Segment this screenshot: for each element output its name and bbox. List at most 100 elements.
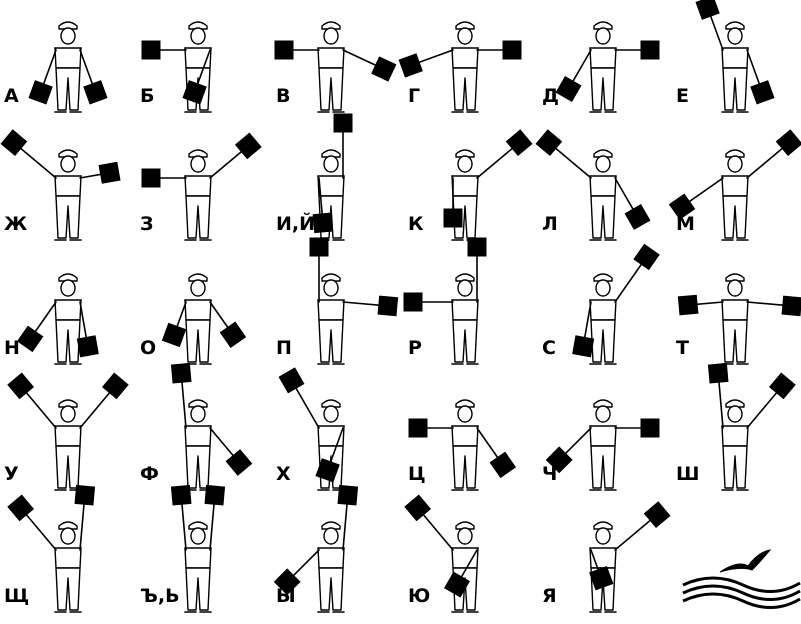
semaphore-figure: [170, 362, 253, 491]
semaphore-letter: Ж: [4, 213, 27, 235]
semaphore-figure: [170, 484, 226, 613]
left-flag: [274, 40, 294, 60]
semaphore-figure: [273, 484, 359, 613]
semaphore-letter: Б: [140, 85, 154, 107]
semaphore-letter: У: [4, 463, 19, 485]
right-flag: [633, 243, 660, 271]
semaphore-letter: З: [140, 213, 154, 235]
semaphore-letter: Е: [676, 85, 689, 107]
left-flag: [312, 212, 334, 234]
semaphore-letter: Ф: [140, 463, 159, 485]
left-flag: [161, 322, 187, 348]
left-flag: [677, 294, 699, 316]
semaphore-letter: К: [408, 213, 424, 235]
waves-icon: [682, 576, 801, 609]
right-flag: [333, 113, 353, 133]
semaphore-letter: Х: [276, 463, 291, 485]
semaphore-letter: Ю: [408, 585, 430, 607]
semaphore-letter: М: [676, 213, 695, 235]
left-flag: [408, 418, 428, 438]
right-flag: [377, 295, 399, 317]
right-flag: [101, 372, 129, 400]
semaphore-letter: Л: [542, 213, 558, 235]
right-flag: [83, 80, 108, 105]
left-flag: [555, 75, 582, 102]
left-flag: [170, 362, 192, 384]
left-flag: [403, 292, 423, 312]
left-flag: [273, 568, 301, 596]
right-flag: [234, 132, 262, 160]
left-flag: [28, 80, 53, 105]
semaphore-letter: П: [276, 337, 292, 359]
semaphore-figure: [7, 372, 129, 491]
semaphore-letter: Ъ,Ь: [140, 585, 180, 607]
semaphore-letter: Н: [4, 337, 20, 359]
semaphore-figure: [161, 273, 247, 365]
right-flag: [502, 40, 522, 60]
semaphore-figure: [398, 21, 522, 113]
semaphore-figure: [535, 129, 651, 241]
semaphore-figure: [545, 399, 660, 491]
right-flag: [640, 418, 660, 438]
semaphore-figure: [677, 273, 801, 365]
right-flag: [337, 484, 359, 506]
right-flag: [204, 484, 226, 506]
right-flag: [781, 295, 801, 317]
semaphore-figure: [274, 21, 397, 113]
semaphore-letter: Р: [408, 337, 422, 359]
semaphore-figure: [7, 484, 96, 613]
right-flag: [315, 458, 340, 483]
right-flag: [624, 203, 651, 230]
right-flag: [74, 484, 96, 506]
left-flag: [443, 208, 463, 228]
semaphore-figure: [0, 129, 121, 241]
right-flag: [750, 80, 775, 105]
semaphore-letter: Ч: [542, 463, 557, 485]
semaphore-figure: [589, 501, 671, 613]
left-flag: [141, 168, 161, 188]
semaphore-figure: [309, 237, 399, 365]
left-flag: [170, 484, 192, 506]
right-flag: [182, 80, 207, 105]
semaphore-figure: [668, 129, 801, 241]
right-flag: [467, 237, 487, 257]
semaphore-letter: Щ: [4, 585, 29, 607]
left-flag: [545, 446, 573, 474]
semaphore-figure: [404, 494, 479, 613]
semaphore-figure: [695, 0, 775, 113]
semaphore-figure: [141, 21, 212, 113]
right-flag: [643, 501, 671, 529]
left-flag: [278, 367, 305, 394]
left-flag: [7, 372, 35, 400]
right-flag: [76, 335, 99, 358]
left-flag: [589, 566, 614, 591]
left-flag: [404, 494, 432, 522]
semaphore-letter: Г: [408, 85, 420, 107]
semaphore-letter: О: [140, 337, 156, 359]
semaphore-letter: Я: [542, 585, 557, 607]
semaphore-figure: [312, 113, 353, 241]
right-flag: [98, 161, 121, 184]
semaphore-letter: Д: [542, 85, 559, 107]
semaphore-figure: [16, 273, 99, 365]
left-flag: [535, 129, 563, 157]
semaphore-letter: Ш: [676, 463, 699, 485]
semaphore-letter: И,Й: [276, 212, 315, 235]
semaphore-figure: [408, 399, 517, 491]
semaphore-figure: [403, 237, 487, 365]
semaphore-figure: [141, 132, 262, 241]
semaphore-letter: А: [4, 85, 19, 107]
semaphore-letter: Ц: [408, 463, 426, 485]
left-flag: [707, 362, 729, 384]
left-flag: [7, 494, 35, 522]
semaphore-letter: С: [542, 337, 556, 359]
right-flag: [775, 129, 801, 157]
semaphore-figure: [572, 243, 660, 365]
semaphore-letter: Т: [676, 337, 689, 359]
right-flag: [371, 56, 397, 82]
semaphore-figure: [28, 21, 108, 113]
left-flag: [141, 40, 161, 60]
left-flag: [309, 237, 329, 257]
right-flag: [640, 40, 660, 60]
